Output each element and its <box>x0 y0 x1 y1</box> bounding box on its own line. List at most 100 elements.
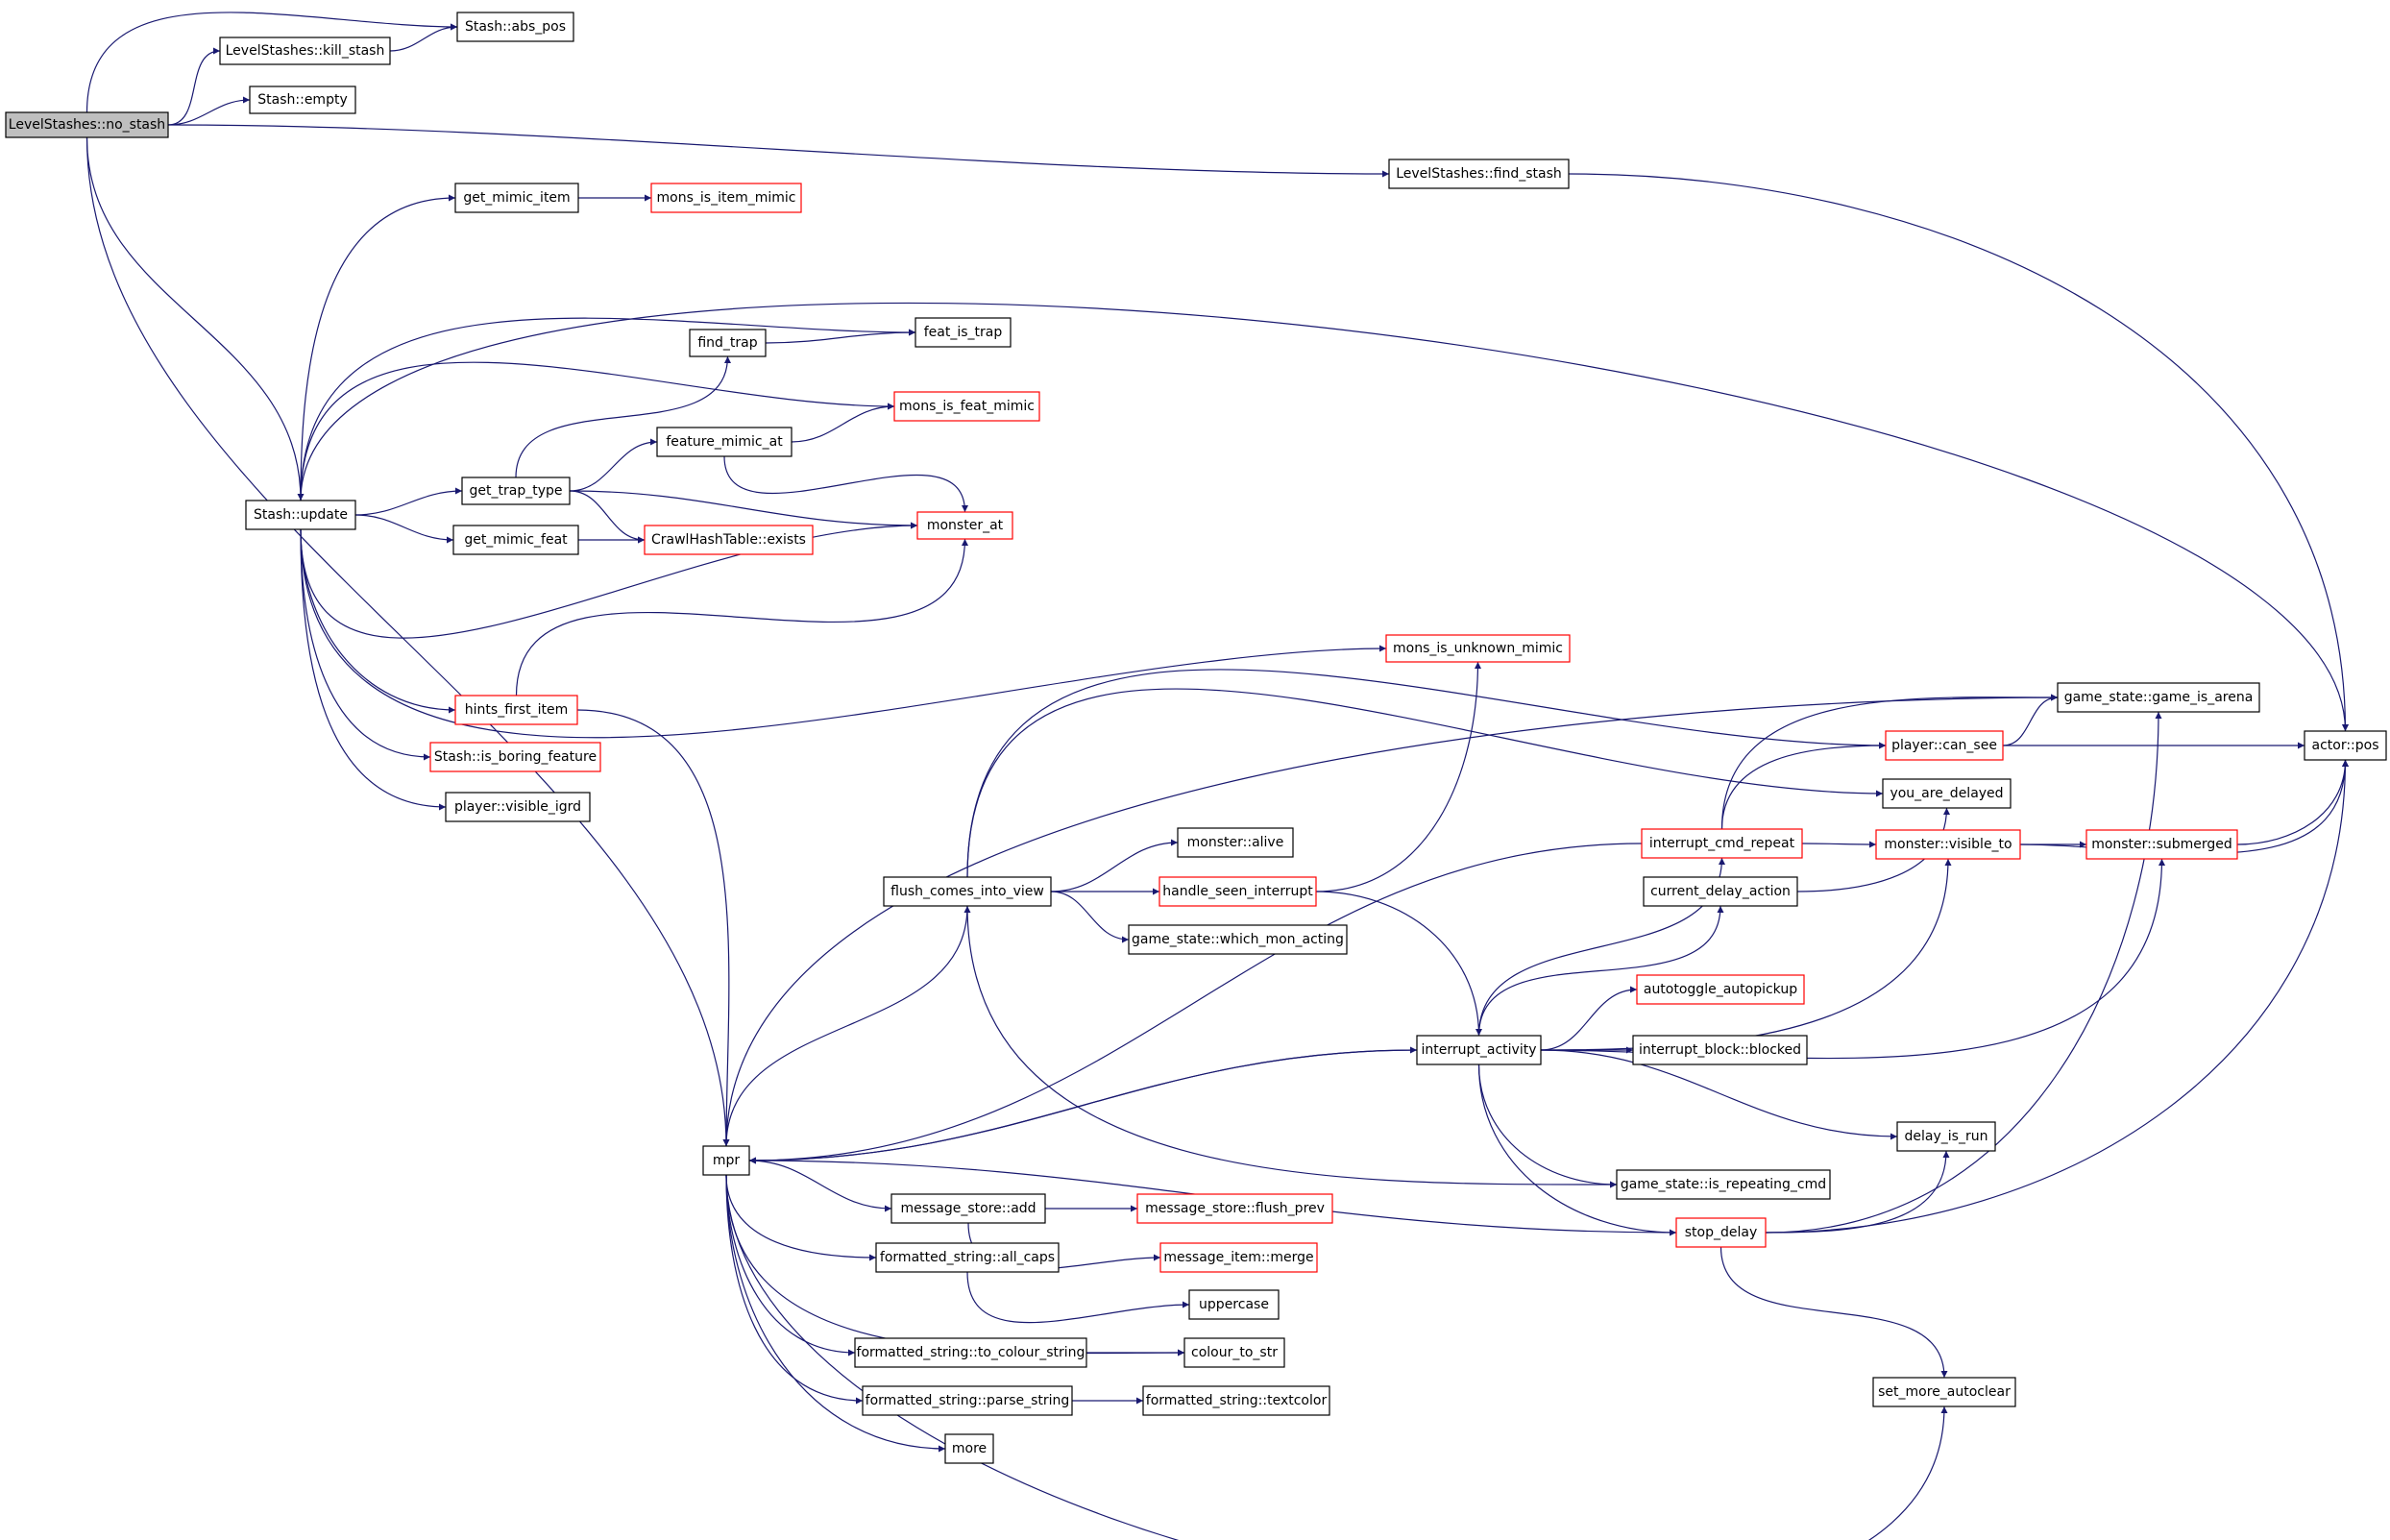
edge-mpr-to-message-store-add <box>748 1160 892 1212</box>
node-to-colour-string[interactable]: formatted_string::to_colour_string <box>854 1337 1087 1368</box>
node-player-can-see[interactable]: player::can_see <box>1885 730 2004 761</box>
node-more[interactable]: more <box>944 1433 994 1464</box>
edge-find-trap-to-feat-is-trap <box>765 329 916 344</box>
node-label: LevelStashes::kill_stash <box>226 43 385 59</box>
node-feat-is-trap[interactable]: feat_is_trap <box>915 317 1012 348</box>
node-game-is-arena[interactable]: game_state::game_is_arena <box>2057 682 2260 713</box>
edge-get-trap-type-to-find-trap <box>515 355 731 478</box>
node-all-caps[interactable]: formatted_string::all_caps <box>875 1242 1060 1273</box>
node-find-trap[interactable]: find_trap <box>689 329 767 357</box>
edge-mpr-to-game-is-arena <box>725 694 2059 1147</box>
edge-handle-seen-interrupt-to-interrupt-activity <box>1315 891 1482 1037</box>
node-box <box>1188 1289 1280 1320</box>
node-interrupt-cmd-repeat[interactable]: interrupt_cmd_repeat <box>1641 828 1803 859</box>
node-mons-is-unknown-mimic[interactable]: mons_is_unknown_mimic <box>1385 634 1571 663</box>
node-label: autotoggle_autopickup <box>1644 982 1797 997</box>
node-stash-update[interactable]: Stash::update <box>245 500 356 530</box>
edge-kill-stash-to-abs-pos <box>389 23 458 52</box>
node-label: uppercase <box>1199 1297 1269 1312</box>
node-set-more-autoclear[interactable]: set_more_autoclear <box>1872 1377 2016 1407</box>
node-box <box>875 1242 1060 1273</box>
node-crawl-exists[interactable]: CrawlHashTable::exists <box>644 525 814 555</box>
node-interrupt-activity[interactable]: interrupt_activity <box>1416 1035 1542 1065</box>
node-textcolor[interactable]: formatted_string::textcolor <box>1142 1385 1330 1416</box>
node-box <box>1882 778 2012 809</box>
node-message-item-merge[interactable]: message_item::merge <box>1159 1242 1318 1273</box>
node-flush-comes-into-view[interactable]: flush_comes_into_view <box>883 876 1052 907</box>
node-no-stash[interactable]: LevelStashes::no_stash <box>5 111 169 138</box>
edge-mpr-to-to-colour-string <box>725 1174 856 1357</box>
node-is-repeating-cmd[interactable]: game_state::is_repeating_cmd <box>1616 1169 1831 1200</box>
edge-interrupt-cmd-repeat-to-game-is-arena <box>1720 694 2059 830</box>
node-box <box>944 1433 994 1464</box>
edge-all-caps-to-uppercase <box>966 1271 1190 1324</box>
node-parse-string[interactable]: formatted_string::parse_string <box>862 1385 1073 1416</box>
node-handle-seen-interrupt[interactable]: handle_seen_interrupt <box>1158 876 1317 907</box>
node-label: monster_at <box>927 518 1004 533</box>
edge-find-stash-to-actor-pos <box>1568 173 2349 732</box>
node-label: Stash::empty <box>257 92 347 108</box>
node-label: feature_mimic_at <box>666 434 783 450</box>
node-mpr[interactable]: mpr <box>702 1145 750 1176</box>
node-stop-delay[interactable]: stop_delay <box>1675 1217 1767 1248</box>
node-delay-is-run[interactable]: delay_is_run <box>1896 1121 1996 1152</box>
node-colour-to-str[interactable]: colour_to_str <box>1183 1337 1285 1368</box>
node-box <box>1636 974 1805 1005</box>
node-label: delay_is_run <box>1905 1129 1988 1144</box>
edge-flush-comes-into-view-to-player-can-see <box>966 669 1887 878</box>
node-box <box>1128 924 1348 955</box>
node-box <box>702 1145 750 1176</box>
node-box <box>219 37 391 65</box>
node-find-stash[interactable]: LevelStashes::find_stash <box>1388 159 1570 189</box>
node-message-store-add[interactable]: message_store::add <box>890 1193 1046 1224</box>
node-box <box>456 12 574 42</box>
node-label: flush_comes_into_view <box>890 884 1044 899</box>
node-box <box>862 1385 1073 1416</box>
node-monster-alive[interactable]: monster::alive <box>1177 827 1294 858</box>
node-get-trap-type[interactable]: get_trap_type <box>461 477 571 505</box>
node-abs-pos[interactable]: Stash::abs_pos <box>456 12 574 42</box>
node-empty[interactable]: Stash::empty <box>249 86 356 114</box>
edge-no-stash-to-find-stash <box>167 124 1390 178</box>
node-monster-submerged[interactable]: monster::submerged <box>2085 829 2238 860</box>
node-visible-igrd[interactable]: player::visible_igrd <box>445 792 591 822</box>
node-actor-pos[interactable]: actor::pos <box>2304 730 2387 761</box>
node-get-mimic-item[interactable]: get_mimic_item <box>454 183 579 213</box>
node-get-mimic-feat[interactable]: get_mimic_feat <box>452 525 579 555</box>
node-mons-is-feat-mimic[interactable]: mons_is_feat_mimic <box>893 391 1040 422</box>
node-interrupt-block-blocked[interactable]: interrupt_block::blocked <box>1632 1035 1808 1065</box>
node-autotoggle-autopickup[interactable]: autotoggle_autopickup <box>1636 974 1805 1005</box>
edge-interrupt-activity-to-stop-delay <box>1477 1063 1677 1236</box>
node-hints-first-item[interactable]: hints_first_item <box>454 695 578 725</box>
edge-mpr-to-set-more-autoclear <box>725 1174 1948 1540</box>
node-you-are-delayed[interactable]: you_are_delayed <box>1882 778 2012 809</box>
node-which-mon-acting[interactable]: game_state::which_mon_acting <box>1128 924 1348 955</box>
edge-stash-update-to-hints-first-item <box>300 528 456 714</box>
node-label: monster::alive <box>1187 835 1284 850</box>
edges-layer <box>85 12 2349 1540</box>
node-uppercase[interactable]: uppercase <box>1188 1289 1280 1320</box>
node-feature-mimic-at[interactable]: feature_mimic_at <box>656 427 793 457</box>
node-box <box>1183 1337 1285 1368</box>
node-monster-visible-to[interactable]: monster::visible_to <box>1875 829 2021 860</box>
node-flush-prev[interactable]: message_store::flush_prev <box>1136 1193 1333 1224</box>
edge-interrupt-activity-to-current-delay-action <box>1477 905 1724 1037</box>
node-current-delay-action[interactable]: current_delay_action <box>1643 876 1798 907</box>
node-box <box>445 792 591 822</box>
node-mons-is-item-mimic[interactable]: mons_is_item_mimic <box>650 183 802 213</box>
node-kill-stash[interactable]: LevelStashes::kill_stash <box>219 37 391 65</box>
edge-stash-update-to-get-trap-type <box>354 487 463 516</box>
node-monster-at[interactable]: monster_at <box>916 511 1013 540</box>
node-label: mons_is_unknown_mimic <box>1393 641 1563 656</box>
node-is-boring-feature[interactable]: Stash::is_boring_feature <box>429 742 601 772</box>
node-label: get_mimic_feat <box>464 532 568 548</box>
node-box <box>1675 1217 1767 1248</box>
edge-interrupt-cmd-repeat-to-mpr <box>748 843 1643 1164</box>
edge-mpr-to-parse-string <box>725 1174 864 1405</box>
node-label: get_mimic_item <box>463 190 570 206</box>
node-label: monster::visible_to <box>1884 837 2012 852</box>
node-box <box>650 183 802 213</box>
edge-stash-update-to-get-mimic-item <box>300 194 456 501</box>
node-label: interrupt_activity <box>1422 1042 1537 1058</box>
